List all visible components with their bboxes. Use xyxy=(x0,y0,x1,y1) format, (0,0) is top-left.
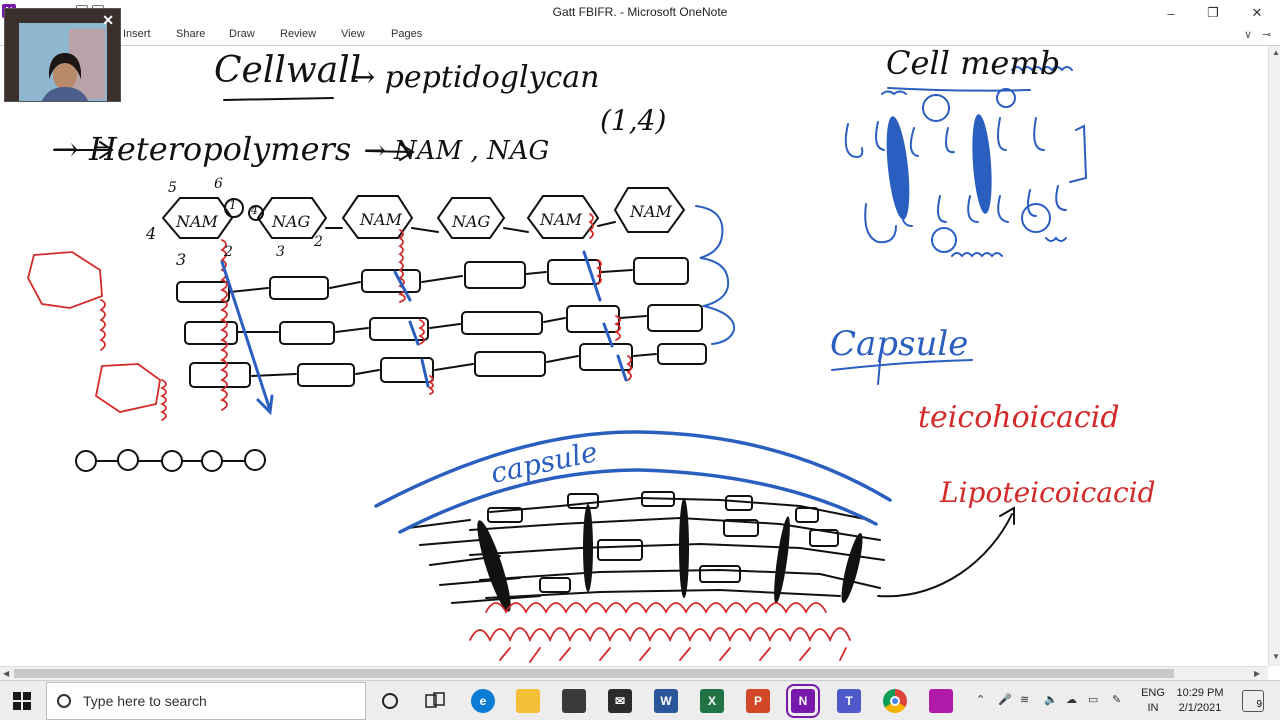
carbon-number: 4 xyxy=(146,224,157,243)
cellwall-underline xyxy=(223,97,334,101)
hexagon-nag xyxy=(256,197,328,239)
carbon-number: 3 xyxy=(276,244,285,260)
ribbon-tabs: Insert Share Draw Review View Pages ∨ ⊸ xyxy=(0,26,1280,46)
pen-icon[interactable]: ✎ xyxy=(1112,694,1122,706)
carbon-number: 3 xyxy=(176,250,187,269)
carbon-number: 2 xyxy=(314,234,323,250)
onedrive-icon[interactable]: ☁ xyxy=(1066,694,1077,706)
bond-circle xyxy=(224,198,244,218)
hexagon-nag xyxy=(436,197,506,239)
hexagon-nam xyxy=(613,187,686,233)
hex-label: NAM xyxy=(176,212,218,231)
tab-insert[interactable]: Insert xyxy=(123,28,151,40)
window-title: Gatt FBIFR. - Microsoft OneNote xyxy=(552,5,728,19)
powerpoint-icon[interactable]: P xyxy=(746,689,770,713)
excel-icon[interactable]: X xyxy=(700,689,724,713)
word-icon[interactable]: W xyxy=(654,689,678,713)
language-code: ENG xyxy=(1141,687,1165,699)
carbon-number: 2 xyxy=(224,244,233,260)
mail-icon[interactable]: ✉ xyxy=(608,689,632,713)
hexagon-nam xyxy=(161,197,234,239)
hexagon-nam xyxy=(526,195,600,239)
ribbon-collapse-icon[interactable]: ∨ xyxy=(1244,29,1253,41)
webcam-close-button[interactable]: ✕ xyxy=(102,12,114,28)
clock-date: 2/1/2021 xyxy=(1178,702,1222,714)
hexagon-nam xyxy=(341,195,414,239)
clock-time: 10:29 PM xyxy=(1176,687,1224,699)
label-teichoic-acid: teicohoicacid xyxy=(918,400,1120,435)
search-icon xyxy=(57,694,71,708)
language-indicator[interactable]: ENG IN xyxy=(1138,686,1168,716)
store-icon[interactable] xyxy=(562,689,586,713)
label-nam-nag: → NAM , NAG xyxy=(364,136,550,166)
windows-taskbar: Type here to search e ✉ W X P N T ⌃ 🎤 ≋ … xyxy=(0,680,1280,720)
arrow-ink xyxy=(53,141,114,159)
note-canvas[interactable]: Cellwall → peptidoglycan → Heteropolymer… xyxy=(0,44,1268,666)
tray-expand-icon[interactable]: ⌃ xyxy=(976,694,986,706)
search-placeholder: Type here to search xyxy=(83,693,207,709)
tab-share[interactable]: Share xyxy=(176,28,206,40)
notification-count: 9 xyxy=(1256,699,1262,710)
chrome-icon[interactable] xyxy=(883,689,907,713)
hexagon-sketch xyxy=(94,363,161,413)
pin-icon[interactable]: ⊸ xyxy=(1262,29,1272,41)
carbon-number: 4 xyxy=(251,204,258,217)
battery-icon[interactable]: ▭ xyxy=(1088,694,1099,706)
tab-review[interactable]: Review xyxy=(280,28,317,40)
tab-view[interactable]: View xyxy=(341,28,365,40)
minimize-button[interactable]: – xyxy=(1167,5,1175,21)
scroll-left-icon[interactable]: ◀ xyxy=(3,669,10,678)
tab-pages[interactable]: Pages xyxy=(391,28,423,40)
region-code: IN xyxy=(1147,702,1159,714)
scroll-down-icon[interactable]: ▼ xyxy=(1272,652,1280,661)
hex-label: NAM xyxy=(630,202,672,221)
webcam-feed xyxy=(5,9,120,101)
media-app-icon[interactable] xyxy=(929,689,953,713)
carbon-number: 5 xyxy=(168,180,177,196)
title-bar: N Gatt FBIFR. - Microsoft OneNote – ❐ ✕ xyxy=(0,0,1280,26)
task-view-icon[interactable] xyxy=(423,689,447,713)
wifi-icon[interactable]: ≋ xyxy=(1020,694,1030,706)
hex-label: NAM xyxy=(360,210,402,229)
bond-circle xyxy=(248,205,264,221)
volume-icon[interactable]: 🔈 xyxy=(1044,694,1058,706)
cortana-icon[interactable] xyxy=(378,689,402,713)
carbon-number: 1 xyxy=(229,198,237,212)
file-explorer-icon[interactable] xyxy=(516,689,540,713)
scroll-up-icon[interactable]: ▲ xyxy=(1272,48,1280,57)
label-bond: (1,4) xyxy=(600,104,667,137)
horizontal-scrollbar[interactable]: ◀ ▶ xyxy=(0,666,1268,680)
taskbar-search[interactable]: Type here to search xyxy=(46,682,366,720)
heading-cellwall: Cellwall xyxy=(214,50,362,91)
start-button[interactable] xyxy=(0,681,44,720)
notification-center-icon[interactable]: 9 xyxy=(1242,690,1264,712)
arrow-ink xyxy=(365,143,415,161)
ink-drawing xyxy=(27,66,1088,663)
hex-label: NAM xyxy=(540,210,582,229)
horizontal-scroll-thumb[interactable] xyxy=(14,669,1174,678)
windows-logo-icon xyxy=(13,692,31,710)
label-peptidoglycan: → peptidoglycan xyxy=(350,60,600,95)
scroll-right-icon[interactable]: ▶ xyxy=(1254,669,1261,678)
glycosidic-bond xyxy=(325,221,616,233)
taskbar-clock[interactable]: 10:29 PM 2/1/2021 xyxy=(1172,686,1228,716)
heading-capsule: Capsule xyxy=(830,324,969,364)
label-heteropolymers: → Heteropolymers xyxy=(52,130,352,168)
edge-icon[interactable]: e xyxy=(471,689,495,713)
carbon-number: 6 xyxy=(214,176,223,192)
hex-label: NAG xyxy=(452,212,491,231)
teams-icon[interactable]: T xyxy=(837,689,861,713)
heading-cell-memb: Cell memb xyxy=(886,44,1061,82)
close-button[interactable]: ✕ xyxy=(1251,5,1263,20)
hex-label: NAG xyxy=(272,212,311,231)
tab-draw[interactable]: Draw xyxy=(229,28,255,40)
hexagon-sketch xyxy=(27,251,103,309)
microphone-icon[interactable]: 🎤 xyxy=(998,694,1012,706)
restore-button[interactable]: ❐ xyxy=(1207,5,1219,20)
label-lipoteichoic-acid: Lipoteicoicacid xyxy=(940,476,1156,509)
webcam-overlay[interactable]: ✕ xyxy=(4,8,121,102)
onenote-taskbar-icon[interactable]: N xyxy=(786,684,820,718)
vertical-scrollbar[interactable]: ▲ ▼ xyxy=(1268,46,1280,666)
